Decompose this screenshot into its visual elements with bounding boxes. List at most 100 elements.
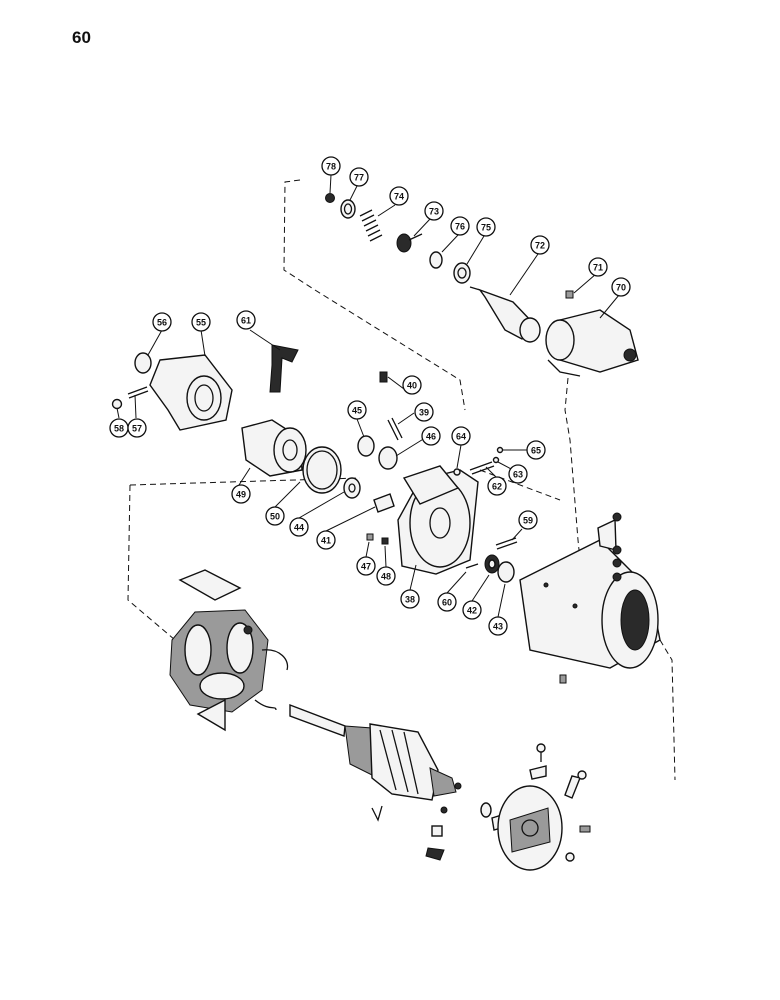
callout-41: 41 — [316, 530, 336, 550]
svg-text:71: 71 — [593, 263, 603, 273]
callout-60: 60 — [437, 592, 457, 612]
callout-43: 43 — [488, 616, 508, 636]
svg-text:56: 56 — [157, 318, 167, 328]
svg-text:63: 63 — [513, 470, 523, 480]
terminal-bracket — [597, 512, 622, 582]
washer-44 — [343, 477, 361, 499]
pin-63 — [492, 456, 500, 464]
callout-74: 74 — [389, 186, 409, 206]
svg-text:58: 58 — [114, 424, 124, 434]
spring-74 — [359, 209, 383, 242]
callout-39: 39 — [414, 402, 434, 422]
svg-text:60: 60 — [442, 598, 452, 608]
callout-50: 50 — [265, 506, 285, 526]
callout-78: 78 — [321, 156, 341, 176]
rod-62 — [469, 461, 495, 475]
callout-72: 72 — [530, 235, 550, 255]
leader-lines — [116, 174, 620, 618]
callout-56: 56 — [152, 312, 172, 332]
screw-47 — [366, 533, 374, 541]
bolt-57 — [127, 386, 149, 399]
callout-38: 38 — [400, 589, 420, 609]
frame-screw — [559, 674, 567, 684]
drive-pinion-49 — [241, 419, 307, 477]
plunger-73 — [396, 233, 423, 253]
brush-parts-center — [425, 806, 448, 861]
svg-text:78: 78 — [326, 162, 336, 172]
callout-44: 44 — [289, 517, 309, 537]
svg-text:57: 57 — [132, 424, 142, 434]
callout-40: 40 — [402, 375, 422, 395]
svg-text:40: 40 — [407, 381, 417, 391]
callout-71: 71 — [588, 257, 608, 277]
callout-58: 58 — [109, 418, 129, 438]
washer-75 — [453, 262, 471, 284]
svg-text:55: 55 — [196, 318, 206, 328]
svg-text:43: 43 — [493, 622, 503, 632]
svg-text:45: 45 — [352, 406, 362, 416]
svg-text:47: 47 — [361, 562, 371, 572]
svg-text:46: 46 — [426, 432, 436, 442]
svg-text:61: 61 — [241, 316, 251, 326]
svg-text:64: 64 — [456, 432, 466, 442]
svg-text:76: 76 — [455, 222, 465, 232]
end-plate-hardware — [529, 743, 591, 862]
svg-text:74: 74 — [394, 192, 404, 202]
page-number: 60 — [72, 28, 91, 47]
callout-73: 73 — [424, 201, 444, 221]
svg-text:73: 73 — [429, 207, 439, 217]
svg-text:72: 72 — [535, 241, 545, 251]
washer-58 — [111, 398, 123, 410]
pin-64 — [453, 468, 461, 476]
plunger-rod-72 — [469, 286, 541, 343]
ring-50 — [302, 446, 342, 494]
callout-55: 55 — [191, 312, 211, 332]
svg-text:38: 38 — [405, 595, 415, 605]
callout-61: 61 — [236, 310, 256, 330]
svg-text:44: 44 — [294, 523, 304, 533]
callout-57: 57 — [127, 418, 147, 438]
nut-78 — [325, 193, 335, 203]
svg-text:42: 42 — [467, 606, 477, 616]
svg-text:65: 65 — [531, 446, 541, 456]
solenoid-group-boundary — [283, 179, 581, 561]
pin-39 — [387, 417, 403, 441]
callout-75: 75 — [476, 217, 496, 237]
clip-65 — [496, 446, 504, 454]
bushing-41 — [373, 493, 395, 513]
washer-43 — [497, 561, 515, 583]
washer-42 — [484, 554, 500, 574]
callout-48: 48 — [376, 566, 396, 586]
drive-housing-55 — [149, 354, 233, 431]
brush-spring-left — [371, 805, 383, 822]
washer-76 — [429, 251, 443, 269]
callout-42: 42 — [462, 600, 482, 620]
callout-64: 64 — [451, 426, 471, 446]
nut-48 — [381, 537, 389, 545]
callout-76: 76 — [450, 216, 470, 236]
callout-49: 49 — [231, 484, 251, 504]
callout-77: 77 — [349, 167, 369, 187]
ring-46 — [378, 446, 398, 470]
callout-45: 45 — [347, 400, 367, 420]
svg-text:39: 39 — [419, 408, 429, 418]
callout-59: 59 — [518, 510, 538, 530]
motor-frame — [519, 539, 661, 669]
svg-text:49: 49 — [236, 490, 246, 500]
plug-40 — [379, 371, 388, 383]
callout-62: 62 — [487, 476, 507, 496]
callout-63: 63 — [508, 464, 528, 484]
screw-71 — [565, 290, 574, 299]
end-plate — [480, 785, 563, 871]
bolt-60 — [465, 563, 479, 569]
field-coils — [169, 609, 289, 713]
armature — [289, 703, 462, 801]
callout-46: 46 — [421, 426, 441, 446]
bushing-56 — [134, 352, 152, 374]
svg-text:75: 75 — [481, 223, 491, 233]
svg-text:62: 62 — [492, 482, 502, 492]
svg-text:50: 50 — [270, 512, 280, 522]
svg-text:77: 77 — [354, 173, 364, 183]
callout-47: 47 — [356, 556, 376, 576]
field-coil-bracket — [178, 569, 242, 601]
